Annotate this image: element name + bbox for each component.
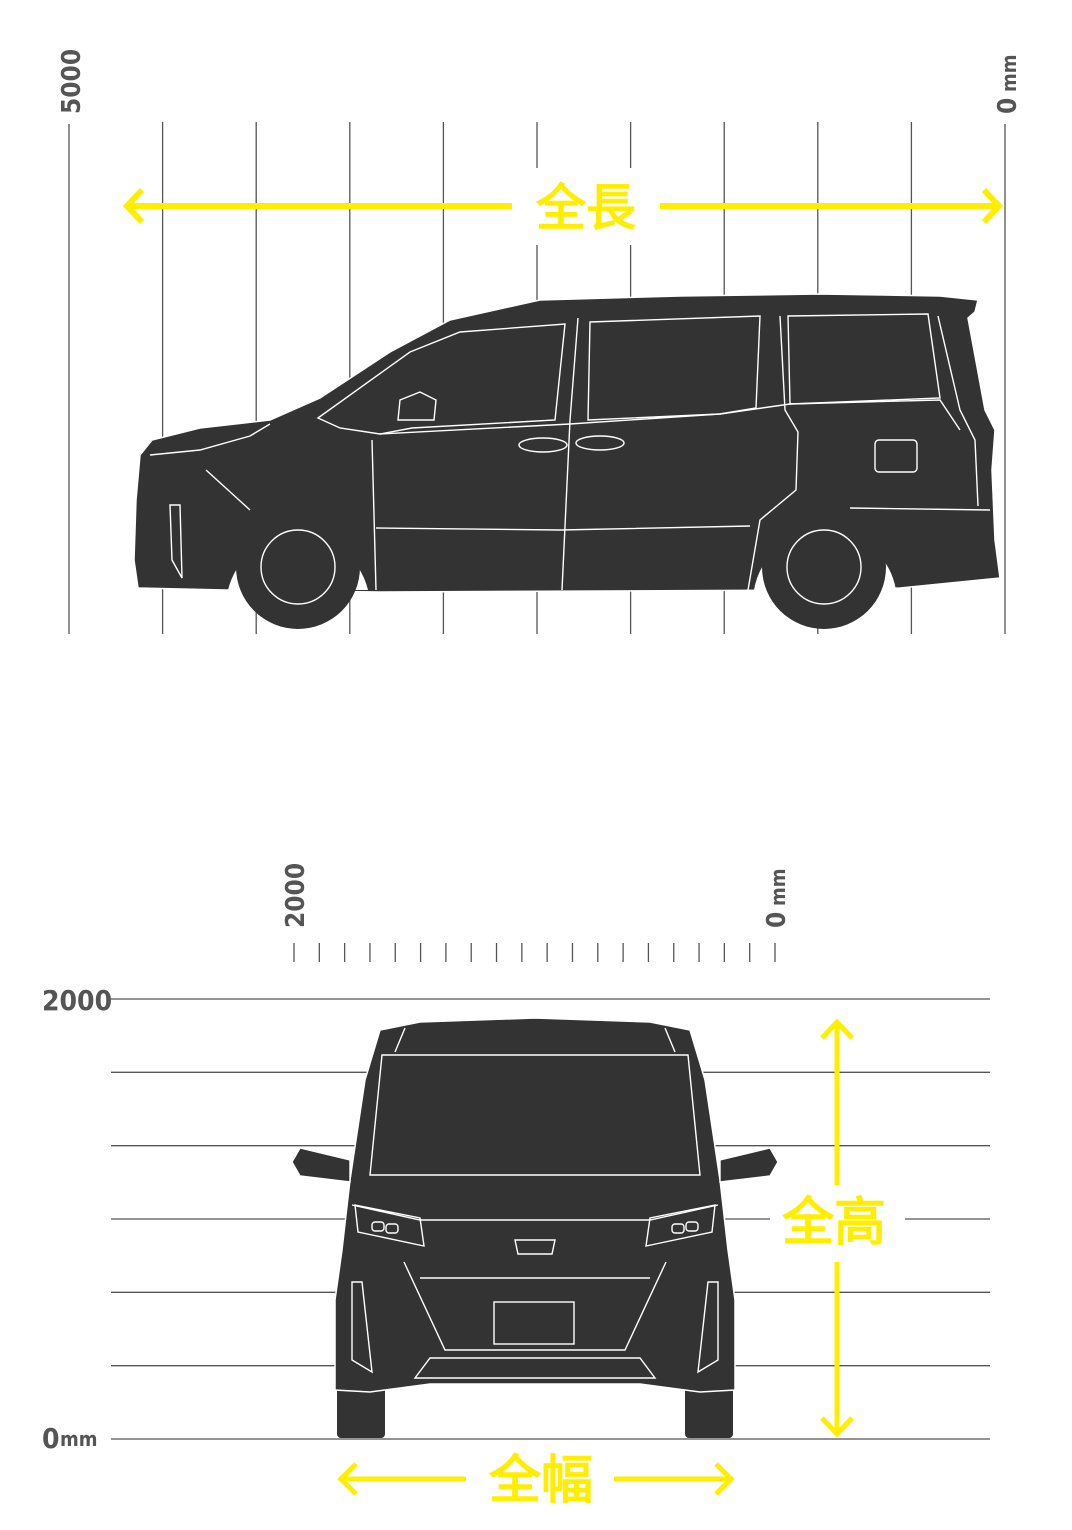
side-unit: mm [997, 55, 1021, 93]
side-scale-max-label: 5000 [57, 49, 87, 114]
height-unit: mm [60, 1427, 98, 1451]
side-scale-zero-label: 0 mm [993, 55, 1023, 115]
length-arrow [122, 187, 1004, 225]
length-label: 全長 [535, 179, 637, 237]
height-arrow [820, 1018, 854, 1438]
side-view-car [133, 293, 1001, 629]
width-scale-zero-label: 0 mm [762, 869, 792, 929]
width-label: 全幅 [488, 1451, 593, 1511]
width-unit: mm [766, 869, 790, 907]
width-scale-max-label: 2000 [281, 863, 311, 928]
height-scale-max-label: 2000 [42, 984, 112, 1017]
right-mirror [719, 1147, 779, 1183]
height-label: 全高 [781, 1193, 886, 1253]
side-zero-value: 0 [993, 98, 1023, 114]
front-view-car [291, 1017, 779, 1438]
left-mirror [291, 1147, 351, 1183]
width-ticks [293, 943, 776, 962]
width-arrow [337, 1462, 735, 1496]
height-scale-zero-label: 0 [42, 1422, 60, 1455]
width-zero-value: 0 [762, 912, 792, 928]
